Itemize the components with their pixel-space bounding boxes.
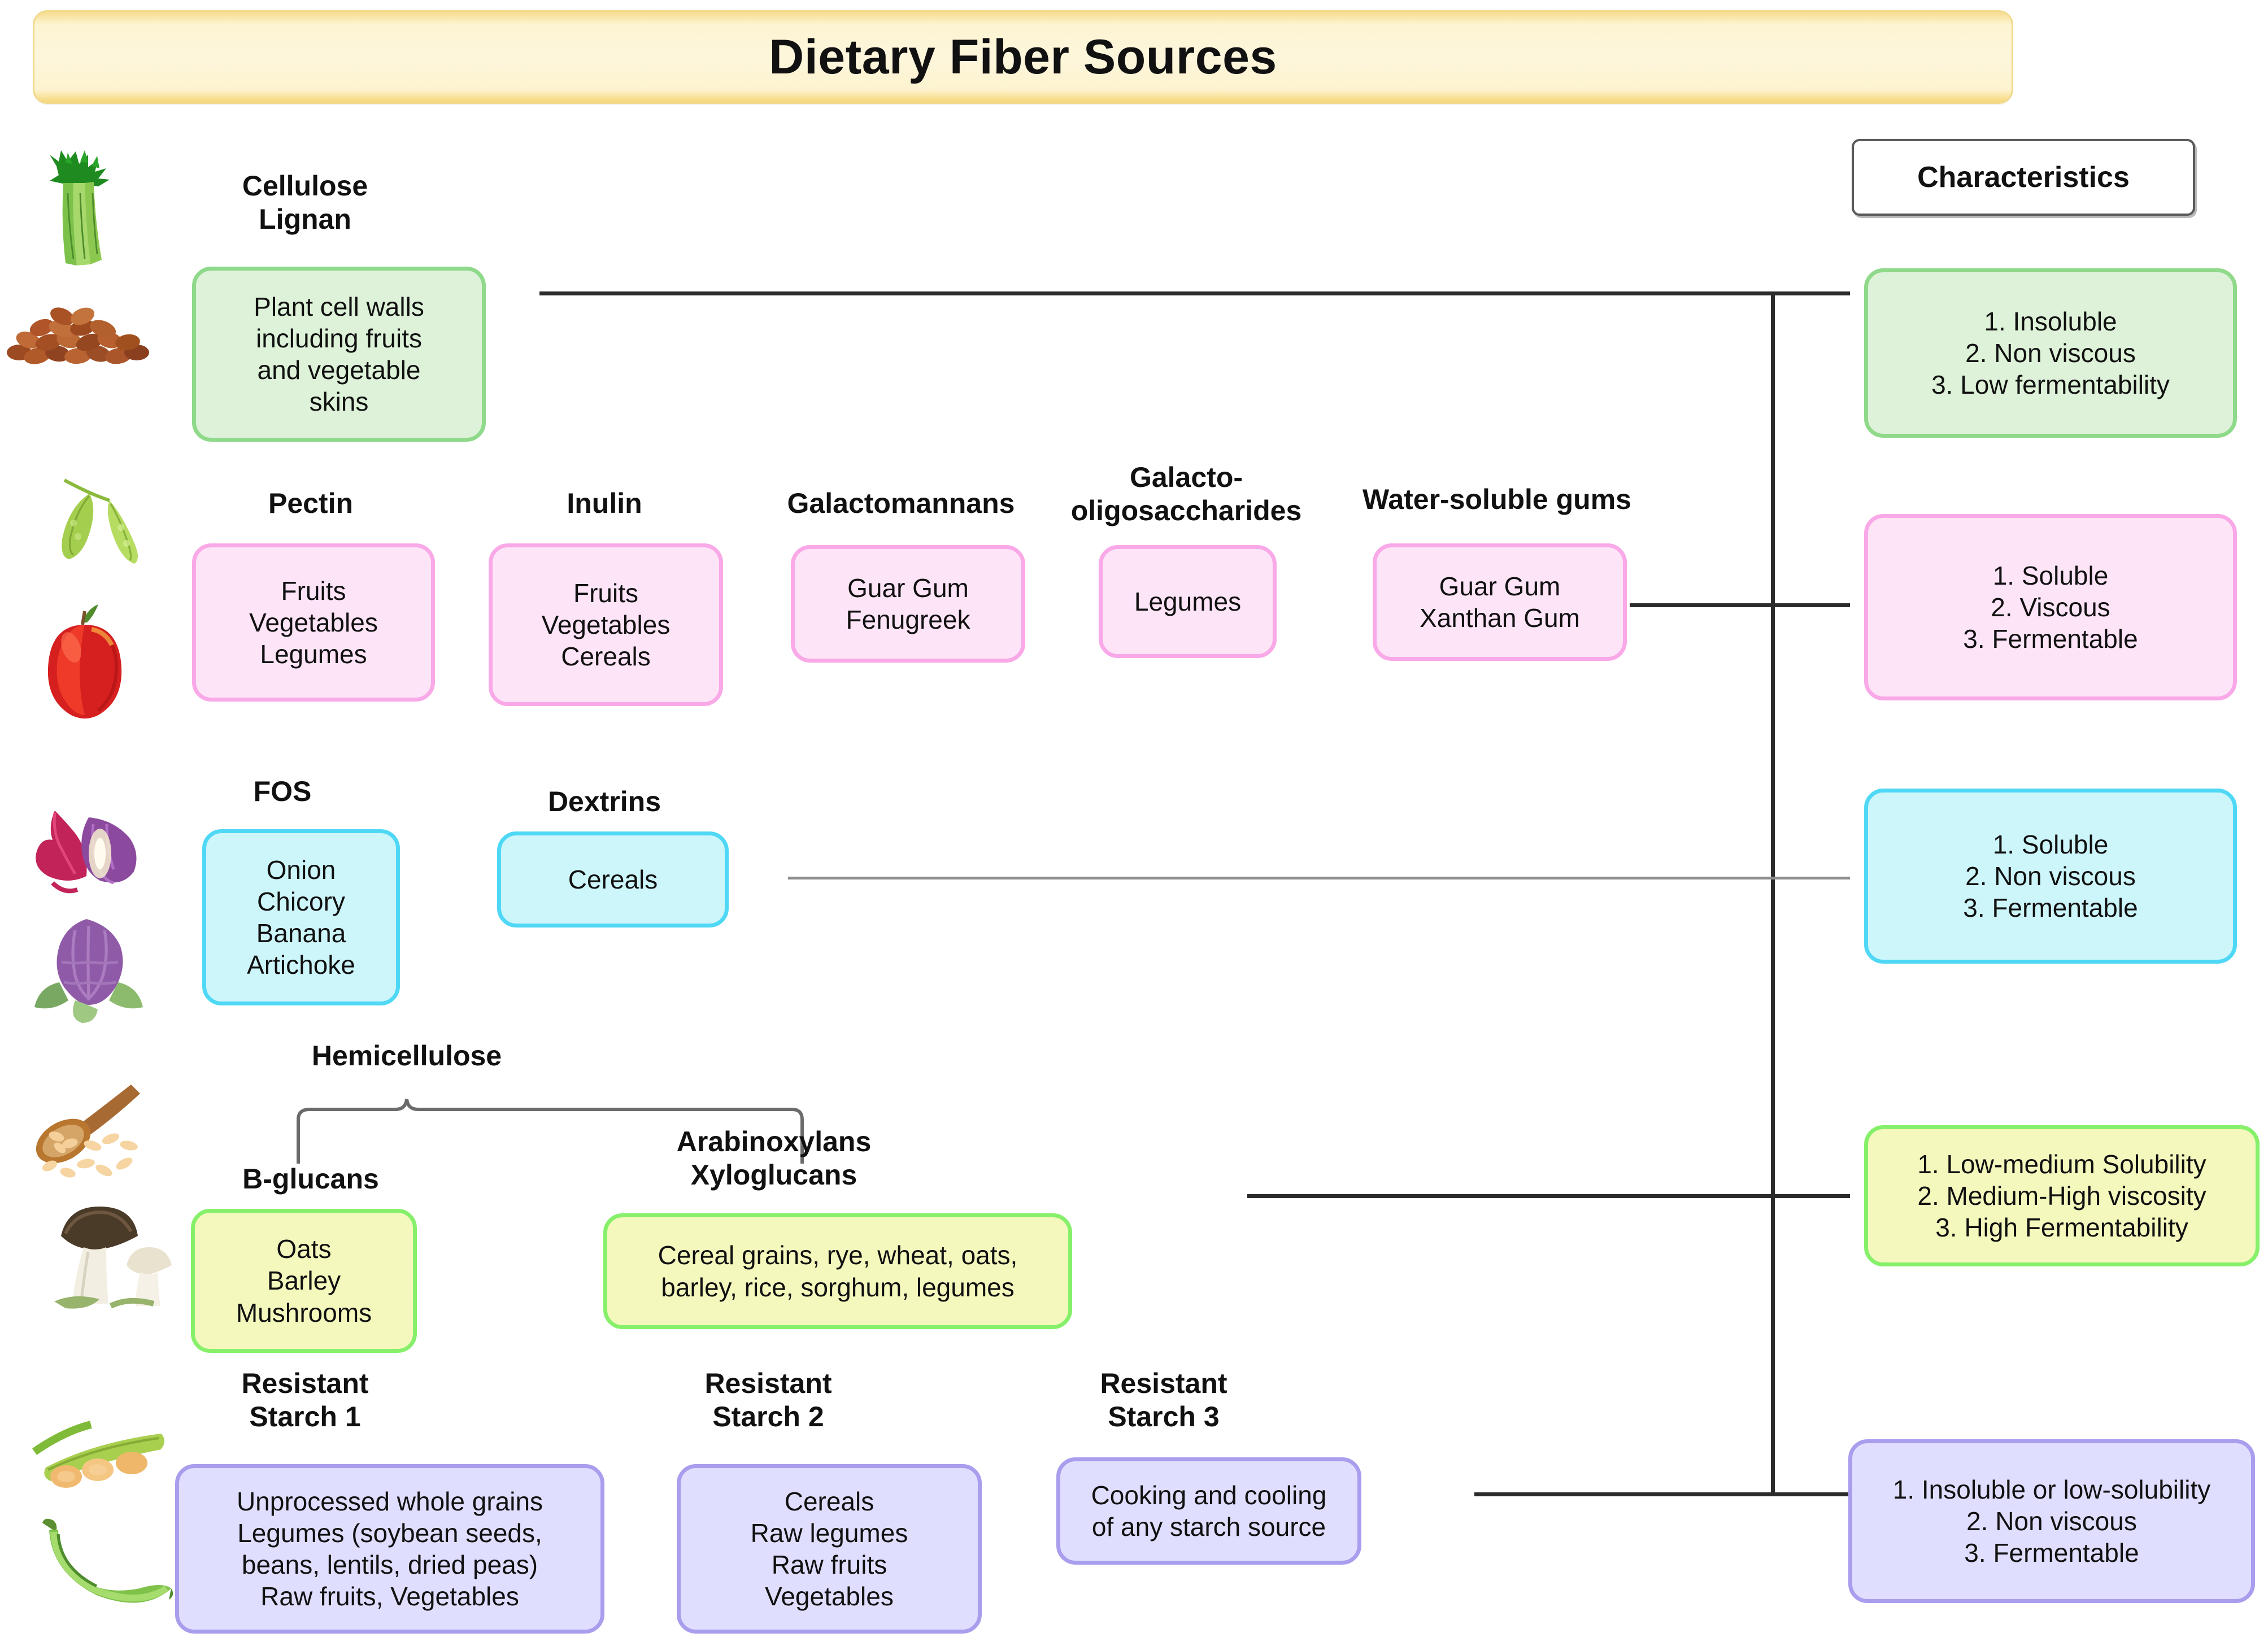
apple-image — [47, 604, 122, 719]
group-label-resistant-starch-1: Resistant Starch 1 — [241, 1368, 369, 1432]
source-box-cellulose-lignan[interactable]: Plant cell walls including fruits and ve… — [192, 267, 486, 442]
group-label-galactomannans: Galactomannans — [787, 487, 1015, 519]
connector-row-1 — [539, 291, 1850, 295]
celery-image — [50, 150, 110, 265]
artichoke-image — [34, 919, 143, 1023]
connector-row-5 — [1474, 1492, 1850, 1496]
source-box-pectin[interactable]: Fruits Vegetables Legumes — [192, 543, 435, 702]
group-label-inulin: Inulin — [567, 487, 642, 519]
beans-image — [7, 307, 149, 364]
onion-image — [36, 811, 137, 894]
source-box-dextrins[interactable]: Cereals — [497, 831, 729, 927]
group-label-water-soluble-gums: Water-soluble gums — [1362, 484, 1631, 515]
source-box-b-glucans[interactable]: Oats Barley Mushrooms — [191, 1209, 417, 1353]
group-label-fos: FOS — [253, 776, 312, 807]
source-box-water-soluble-gums[interactable]: Guar Gum Xanthan Gum — [1373, 543, 1627, 661]
characteristics-box-resistant-starch[interactable]: 1. Insoluble or low-solubility 2. Non vi… — [1848, 1439, 2255, 1603]
group-label-pectin: Pectin — [268, 487, 354, 519]
green-bean-pods-image — [62, 478, 138, 564]
group-label-cellulose-lignan: Cellulose Lignan — [242, 170, 368, 235]
group-label-galacto-oligosaccharides: Galacto- oligosaccharides — [1070, 461, 1302, 526]
oat-spoon-image — [36, 1085, 140, 1178]
page-title: Dietary Fiber Sources — [769, 29, 1277, 84]
source-box-fos[interactable]: Onion Chicory Banana Artichoke — [202, 829, 400, 1005]
characteristics-header: Characteristics — [1852, 139, 2195, 216]
source-box-resistant-starch-2[interactable]: Cereals Raw legumes Raw fruits Vegetable… — [677, 1464, 982, 1634]
mushrooms-image — [54, 1207, 172, 1309]
brace-label-hemicellulose: Hemicellulose — [311, 1040, 502, 1072]
characteristics-header-label: Characteristics — [1917, 161, 2130, 194]
characteristics-box-hemicellulose[interactable]: 1. Low-medium Solubility 2. Medium-High … — [1864, 1125, 2260, 1266]
source-box-resistant-starch-3[interactable]: Cooking and cooling of any starch source — [1056, 1457, 1361, 1565]
group-label-dextrins: Dextrins — [547, 786, 661, 817]
connector-row-3 — [788, 877, 1850, 879]
connector-spine — [1771, 291, 1775, 1495]
soybean-pod-image — [32, 1421, 164, 1488]
connector-row-4 — [1247, 1194, 1850, 1198]
source-box-inulin[interactable]: Fruits Vegetables Cereals — [489, 543, 723, 706]
source-box-galacto-oligosaccharides[interactable]: Legumes — [1099, 545, 1277, 658]
diagram-title-banner: Dietary Fiber Sources — [33, 10, 2013, 104]
characteristics-box-insoluble[interactable]: 1. Insoluble 2. Non viscous 3. Low ferme… — [1864, 268, 2237, 438]
source-box-arabinoxylans-xyloglucans[interactable]: Cereal grains, rye, wheat, oats, barley,… — [603, 1213, 1072, 1329]
characteristics-box-soluble-nonviscous[interactable]: 1. Soluble 2. Non viscous 3. Fermentable — [1864, 789, 2237, 964]
group-label-resistant-starch-2: Resistant Starch 2 — [704, 1368, 832, 1432]
characteristics-box-soluble-viscous[interactable]: 1. Soluble 2. Viscous 3. Fermentable — [1864, 514, 2237, 700]
connector-row-2 — [1630, 603, 1850, 607]
group-label-b-glucans: B-glucans — [242, 1163, 379, 1195]
source-box-resistant-starch-1[interactable]: Unprocessed whole grains Legumes (soybea… — [175, 1464, 604, 1634]
hemicellulose-brace — [297, 1099, 804, 1164]
group-label-resistant-starch-3: Resistant Starch 3 — [1100, 1368, 1227, 1432]
source-box-galactomannans[interactable]: Guar Gum Fenugreek — [791, 545, 1025, 663]
group-label-arabinoxylans-xyloglucans: Arabinoxylans Xyloglucans — [676, 1126, 872, 1191]
green-banana-image — [42, 1518, 173, 1603]
